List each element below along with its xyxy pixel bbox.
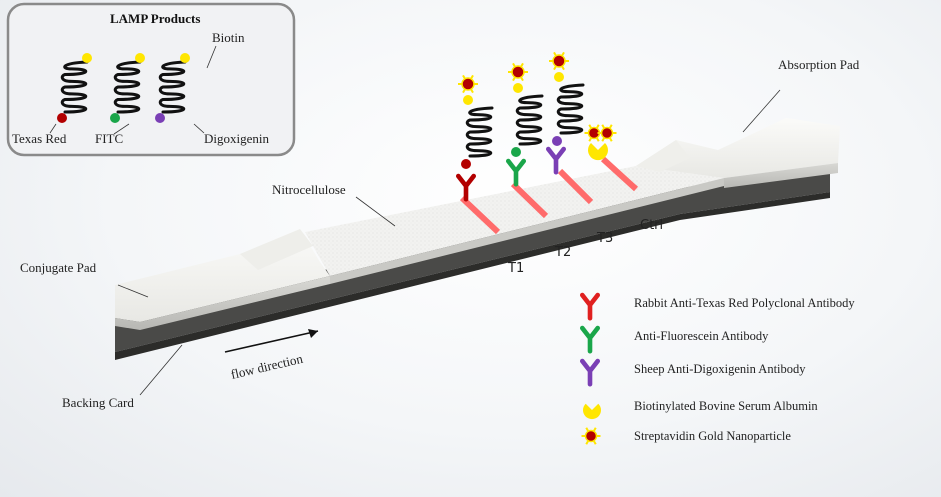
test-line-t1 (459, 195, 501, 235)
inset-amplicon-digoxigenin (158, 60, 187, 114)
label-backing-card: Backing Card (62, 395, 134, 410)
legend: Rabbit Anti-Texas Red Polyclonal Antibod… (579, 292, 855, 445)
captured-texas-red-amplicon (465, 106, 494, 158)
lane-label-t2: T2 (554, 245, 571, 260)
nitrocellulose-membrane (305, 166, 724, 276)
lane-label-ctrl: Ctrl (640, 218, 663, 233)
backing-card (115, 166, 830, 352)
lane-label-t1: T1 (507, 261, 524, 276)
label-dot-icon (552, 136, 562, 146)
label-flow-direction: flow direction (229, 351, 304, 382)
test-strip (115, 118, 840, 360)
inset-amplicon-fitc (113, 60, 142, 114)
captured-complexes (458, 51, 585, 169)
inset-title: LAMP Products (110, 11, 200, 26)
biotin-dot-icon (554, 72, 564, 82)
gold-nanoparticle-icon (508, 62, 528, 82)
lane-label-t3: T3 (596, 231, 613, 246)
label-absorption-pad: Absorption Pad (778, 57, 860, 72)
absorption-pad (636, 118, 840, 178)
flow-arrow (224, 330, 319, 353)
inset-label-fitc: FITC (95, 131, 123, 146)
control-line (600, 156, 639, 192)
legend-text-fluorescein-antibody: Anti-Fluorescein Antibody (634, 329, 769, 343)
gold-nanoparticle-icon (549, 51, 569, 71)
inset-label-digoxigenin: Digoxigenin (204, 131, 269, 146)
texas-red-antibody-icon (455, 173, 477, 202)
captured-digoxigenin-amplicon (556, 83, 585, 135)
legend-digoxigenin-antibody-icon (579, 358, 601, 387)
test-line-t3 (557, 168, 594, 205)
biotin-dot-icon (135, 53, 145, 63)
legend-fluorescein-antibody-icon (579, 325, 601, 354)
flow-arrow-head (308, 329, 318, 338)
label-dot-icon (461, 159, 471, 169)
biotin-dot-icon (463, 95, 473, 105)
legend-bsa-icon (583, 403, 601, 420)
biotin-dot-icon (82, 53, 92, 63)
label-dot-icon (511, 147, 521, 157)
label-dot-icon (57, 113, 67, 123)
legend-gold-nanoparticle-icon (581, 427, 601, 445)
test-line-t2 (510, 181, 549, 219)
gold-nanoparticle-icon (597, 124, 617, 142)
inset-amplicons (57, 53, 190, 123)
inset-label-texas-red: Texas Red (12, 131, 67, 146)
legend-texas-red-antibody-icon (579, 292, 601, 321)
label-dot-icon (155, 113, 165, 123)
label-nitrocellulose: Nitrocellulose (272, 182, 346, 197)
inset-amplicon-texas-red (60, 60, 89, 114)
legend-text-gold-nanoparticle: Streptavidin Gold Nanoparticle (634, 429, 791, 443)
fluorescein-antibody-icon (505, 158, 527, 187)
lamp-products-inset: LAMP Products Biotin Texas Red FITC Digo… (6, 2, 296, 157)
strip-antibodies (455, 124, 617, 202)
gold-nanoparticle-icon (458, 74, 478, 94)
biotin-dot-icon (513, 83, 523, 93)
digoxigenin-antibody-icon (545, 146, 567, 175)
legend-text-biotinylated-bsa: Biotinylated Bovine Serum Albumin (634, 399, 818, 413)
label-conjugate-pad: Conjugate Pad (20, 260, 97, 275)
label-dot-icon (110, 113, 120, 123)
captured-fitc-amplicon (515, 94, 544, 146)
legend-text-texas-red-antibody: Rabbit Anti-Texas Red Polyclonal Antibod… (634, 296, 855, 310)
legend-text-digoxigenin-antibody: Sheep Anti-Digoxigenin Antibody (634, 362, 806, 376)
test-lines (459, 156, 639, 235)
biotin-dot-icon (180, 53, 190, 63)
inset-label-biotin: Biotin (212, 30, 245, 45)
bsa-icon (588, 143, 608, 161)
